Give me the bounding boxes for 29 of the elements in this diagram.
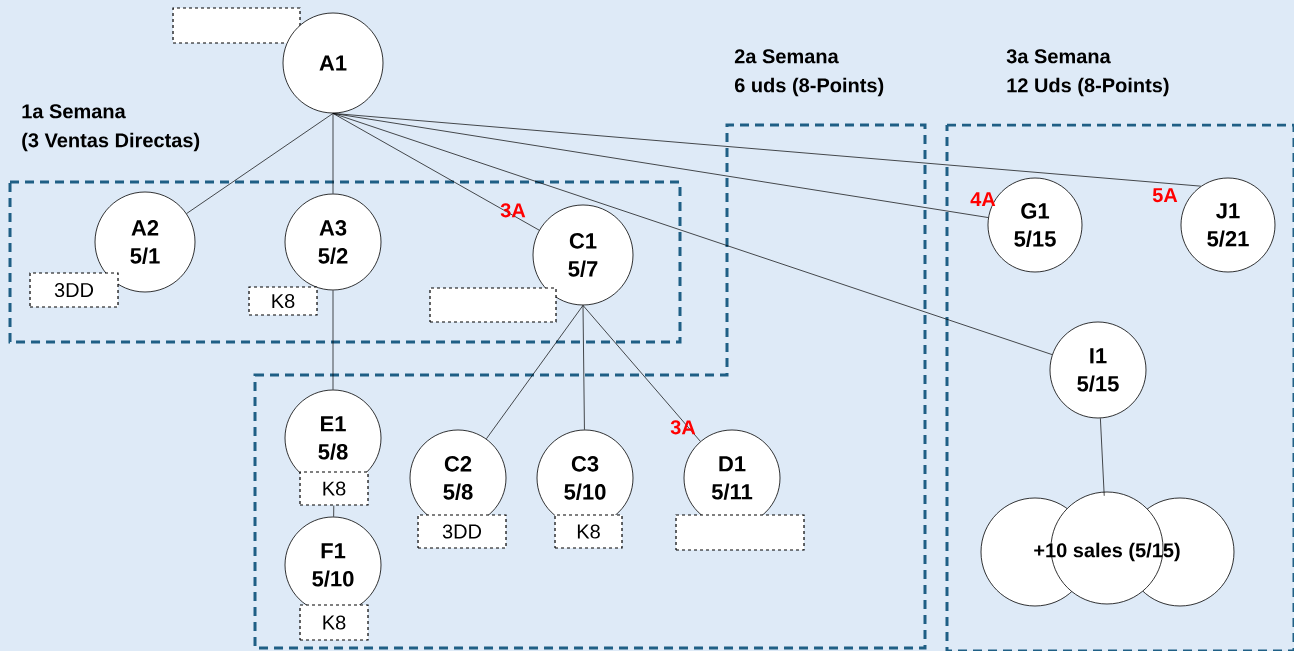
node-label: 2a Semana — [734, 49, 839, 64]
node-label: 6 uds (8-Points) — [734, 77, 884, 97]
sales-cluster: +10 sales (5/15) — [980, 491, 1235, 607]
connector-line — [332, 290, 334, 390]
connector-line — [582, 305, 701, 442]
tag-box — [675, 514, 805, 551]
tag-box: 3DD — [29, 272, 119, 308]
tag-box — [172, 7, 301, 44]
tag-box: K8 — [299, 471, 369, 506]
connector-line — [582, 305, 585, 430]
connector-line — [1100, 418, 1105, 497]
connector-line — [332, 113, 540, 231]
connector-line — [333, 505, 335, 517]
node-label: 1a Semana — [22, 104, 126, 119]
tag-box: K8 — [248, 286, 318, 316]
connector-line — [332, 113, 334, 194]
tag-box: 3DD — [417, 514, 507, 549]
node-label: (3 Ventas Directas) — [22, 132, 200, 152]
tag-box: K8 — [299, 604, 369, 641]
connector-line — [186, 113, 334, 214]
connector-line — [332, 113, 1202, 187]
connector-line — [486, 305, 584, 440]
node-label: 12 Uds (8-Points) — [1007, 77, 1169, 97]
tag-box: K8 — [554, 514, 623, 549]
node-label: 3a Semana — [1006, 49, 1111, 64]
connector-line — [332, 113, 1053, 355]
tag-box — [429, 287, 557, 323]
step-label: 3A — [500, 203, 526, 218]
step-label: 5A — [1152, 188, 1178, 203]
